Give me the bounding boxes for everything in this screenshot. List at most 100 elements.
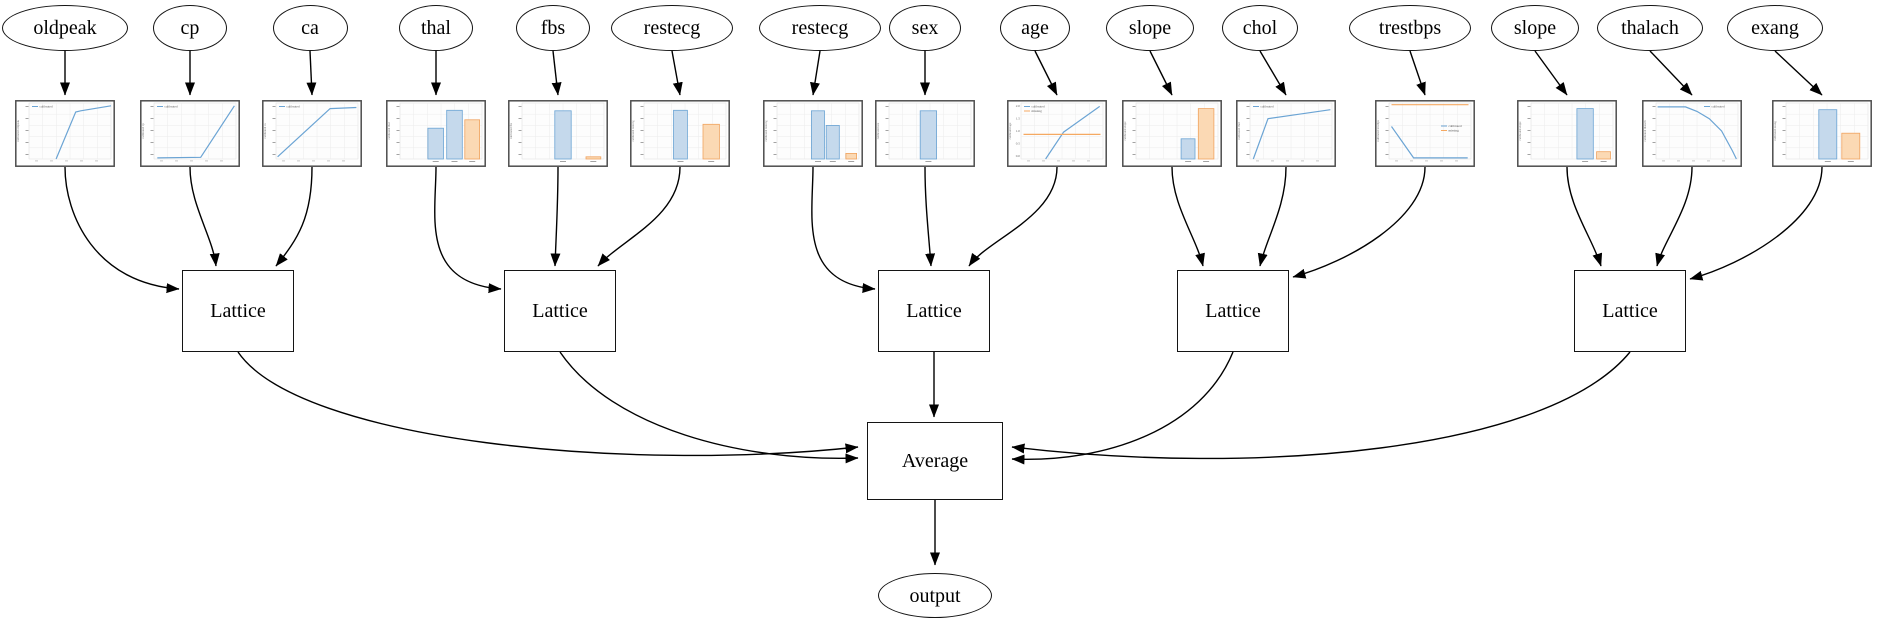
calibrator-chart-restecg: calibrated restecg <box>630 100 730 167</box>
x-tick-label <box>1600 161 1607 162</box>
feature-label: fbs <box>540 17 566 39</box>
edge-arrow <box>968 166 1058 267</box>
legend-label: calibrated <box>1261 105 1274 109</box>
calibrator-plot: calibrated cp calibrated <box>140 100 240 167</box>
feature-label: slope <box>1513 17 1557 39</box>
legend-label: missing <box>1032 109 1043 113</box>
y-axis-ticks <box>272 106 276 155</box>
edge-arrow <box>924 166 936 267</box>
feature-node-trestbps: trestbps <box>1349 5 1471 51</box>
grid-lines <box>1021 103 1103 159</box>
calibrator-chart-fbs: calibrated fbs <box>508 100 608 167</box>
feature-label: restecg <box>791 17 849 39</box>
edge-arrow <box>64 166 180 294</box>
feature-node-age: age <box>1000 5 1070 51</box>
grid-lines <box>1531 103 1613 159</box>
legend-label: calibrated <box>1032 105 1045 109</box>
chart-legend: calibrated <box>157 105 178 109</box>
lattice-node-5: Lattice <box>1574 270 1686 352</box>
feature-node-slope: slope <box>1106 5 1194 51</box>
legend-label: calibrated <box>287 105 300 109</box>
y-axis-ticks <box>1782 106 1786 155</box>
calibrated-series <box>1657 106 1737 160</box>
edge-arrow <box>275 166 313 267</box>
feature-label: cp <box>180 17 200 39</box>
y-axis-ticks <box>640 106 644 155</box>
calibrator-chart-chol: calibrated chol calibrated <box>1236 100 1336 167</box>
x-tick-label <box>829 161 836 162</box>
x-tick-label <box>590 161 597 162</box>
y-axis-ticks <box>25 106 29 155</box>
calibrator-chart-exang: calibrated exang <box>1772 100 1872 167</box>
chart-legend: calibrated <box>1704 105 1725 109</box>
y-axis-label: calibrated cp <box>141 123 145 139</box>
y-axis-ticks: 2.01.51.00.50.0 <box>1016 104 1021 158</box>
feature-label: thal <box>421 17 451 39</box>
calibration-bar <box>1197 108 1215 160</box>
calibrator-chart-slope: calibrated slope <box>1517 100 1617 167</box>
y-axis-ticks <box>1132 106 1136 155</box>
calibration-bar <box>1841 132 1861 160</box>
y-axis-ticks <box>150 106 154 155</box>
lattice-node-4: Lattice <box>1177 270 1289 352</box>
y-axis-ticks <box>885 106 889 155</box>
x-tick-label <box>848 161 855 162</box>
y-axis-ticks <box>1246 106 1250 155</box>
edge-arrow <box>671 50 683 96</box>
x-tick-label <box>815 161 821 162</box>
calibration-bar <box>702 123 720 160</box>
calibrator-plot: calibrated fbs <box>508 100 608 167</box>
edge-arrow <box>434 166 502 294</box>
calibration-bar <box>919 110 938 160</box>
y-axis-label: calibrated slope <box>1123 121 1127 141</box>
edge-arrow <box>1649 50 1693 96</box>
y-tick-label: 2.0 <box>1016 104 1021 108</box>
chart-legend: calibrated <box>1253 105 1274 109</box>
calibrator-plot: calibrated chol calibrated <box>1236 100 1336 167</box>
calibrator-chart-sex: calibrated sex <box>875 100 975 167</box>
edge-arrow <box>559 351 859 464</box>
x-axis-ticks <box>1662 160 1725 162</box>
calibrator-plot: calibrated thal <box>386 100 486 167</box>
x-axis-ticks <box>35 160 98 162</box>
x-axis-ticks <box>1256 160 1319 162</box>
edge-arrow <box>189 166 220 267</box>
feature-node-exang: exang <box>1727 5 1823 51</box>
y-axis-ticks <box>773 106 777 155</box>
edge-arrow <box>1689 166 1823 281</box>
y-axis-label: calibrated sex <box>876 122 880 139</box>
edge-arrow <box>1011 351 1631 460</box>
calibrator-plot: calibrated restecg <box>630 100 730 167</box>
calibrator-chart-thal: calibrated thal <box>386 100 486 167</box>
lattice-label: Lattice <box>906 300 962 322</box>
edge-arrow <box>306 50 317 96</box>
legend-label: calibrated <box>1449 124 1462 128</box>
x-tick-label <box>451 161 458 162</box>
calibration-bar <box>1180 138 1196 160</box>
calibrator-chart-slope: calibrated slope <box>1122 100 1222 167</box>
edge-arrow <box>1171 166 1205 267</box>
x-tick-label <box>560 161 566 162</box>
x-tick-label <box>708 161 715 162</box>
feature-node-fbs: fbs <box>516 5 590 51</box>
edge-arrow <box>1534 50 1568 96</box>
calibration-bar <box>673 109 688 160</box>
legend-label: missing <box>1449 129 1460 133</box>
y-axis-label: calibrated age <box>1008 122 1012 139</box>
edge-arrow <box>811 166 876 294</box>
x-tick-label <box>469 161 476 162</box>
edge-arrow <box>550 166 561 267</box>
y-axis-label: calibrated thal <box>387 122 391 139</box>
feature-label: age <box>1021 17 1049 39</box>
y-axis-label: calibrated chol <box>1237 122 1241 140</box>
calibration-bar <box>811 110 825 160</box>
y-axis-label: calibrated restecg <box>764 120 768 142</box>
x-tick-label <box>1185 161 1192 162</box>
y-axis-label: calibrated exang <box>1773 121 1777 141</box>
